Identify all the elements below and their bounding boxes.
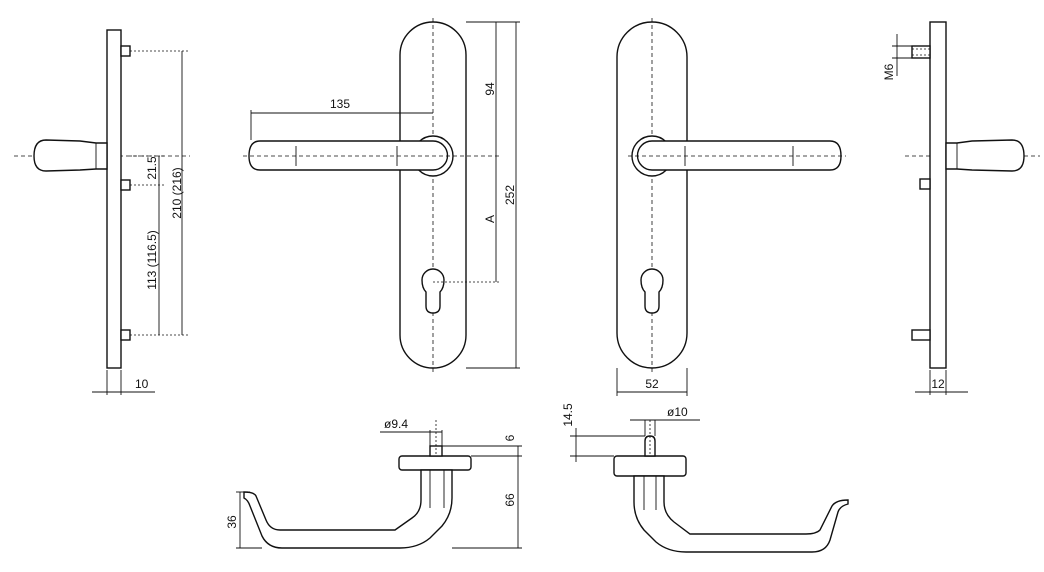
dim-a: A — [483, 215, 497, 223]
screw-boss-bottom — [120, 329, 131, 341]
rose-top-right — [613, 455, 687, 477]
dim-dia-10: ø10 — [667, 405, 688, 419]
plate-side — [106, 29, 122, 369]
left-side-view: 210 (216) 21.5 113 (116.5) 10 — [14, 29, 190, 395]
dim-12: 12 — [931, 377, 945, 391]
dim-36: 36 — [225, 515, 239, 529]
lever-back — [636, 140, 842, 171]
bottom-right-view: ø10 14.5 — [561, 403, 849, 553]
boss-right-middle — [919, 178, 931, 190]
dim-52: 52 — [645, 377, 659, 391]
boss-right-bottom — [911, 329, 931, 341]
dim-252: 252 — [503, 185, 517, 205]
dim-dia-9-4: ø9.4 — [384, 417, 408, 431]
bottom-left-view: ø9.4 6 66 36 — [225, 417, 522, 549]
rose-top-left — [398, 455, 472, 471]
keyhole-back — [640, 268, 664, 314]
handle-side — [33, 139, 108, 172]
screw-boss-middle — [120, 179, 131, 191]
screw-boss-top — [120, 45, 131, 57]
dim-210-216: 210 (216) — [170, 167, 184, 218]
dim-66: 66 — [503, 493, 517, 507]
lever-top-left — [243, 469, 453, 549]
dim-14-5: 14.5 — [561, 403, 575, 427]
keyhole-front — [421, 268, 445, 314]
dim-135: 135 — [330, 97, 350, 111]
dim-21-5: 21.5 — [145, 156, 159, 180]
dim-94: 94 — [483, 82, 497, 96]
dim-113-116-5: 113 (116.5) — [145, 230, 159, 290]
front-view: 135 94 A 252 — [243, 18, 520, 372]
plate-side-right — [929, 21, 947, 369]
dim-6: 6 — [503, 434, 517, 441]
dim-m6: M6 — [882, 63, 896, 80]
lever-front — [248, 140, 449, 171]
handle-side-right — [945, 139, 1025, 172]
back-view: 52 — [616, 18, 846, 396]
lever-top-right — [633, 475, 849, 553]
thread-stud — [911, 45, 931, 59]
right-side-view: M6 12 — [882, 21, 1040, 395]
dim-10: 10 — [135, 377, 149, 391]
